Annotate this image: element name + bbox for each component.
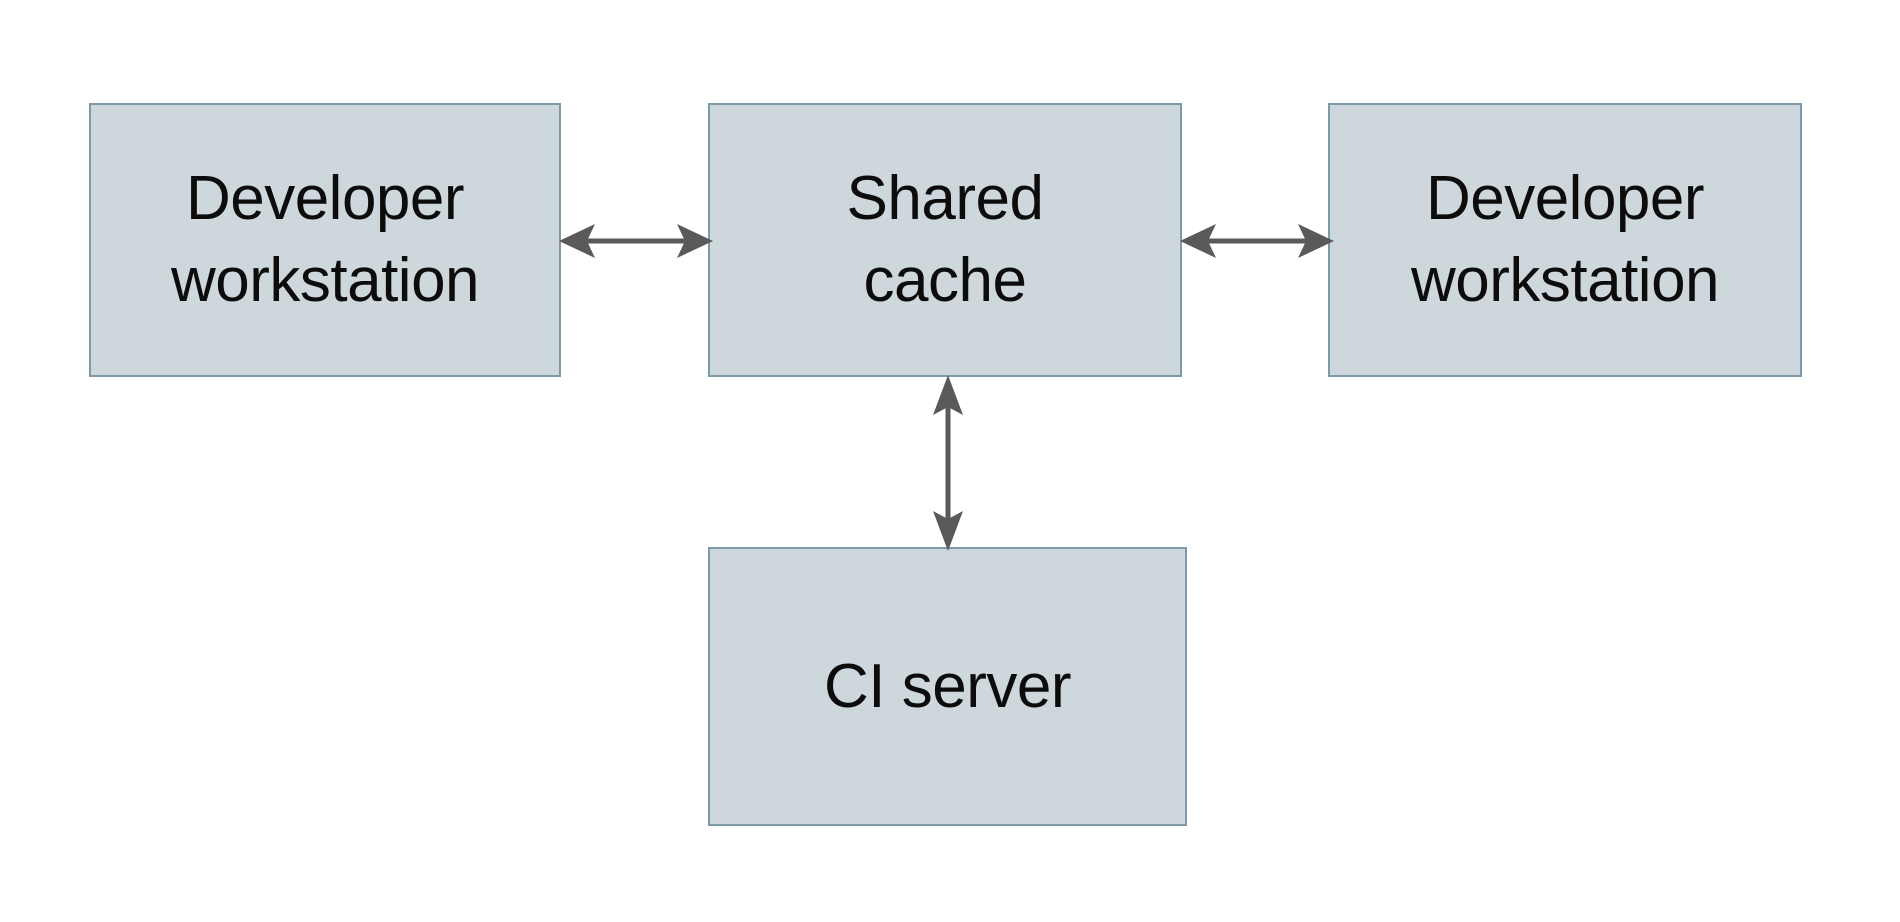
node-developer-workstation-left[interactable]: Developer workstation: [89, 103, 561, 377]
node-developer-workstation-right[interactable]: Developer workstation: [1328, 103, 1802, 377]
node-label: Developer workstation: [1410, 164, 1720, 315]
node-ci-server[interactable]: CI server: [708, 547, 1187, 826]
edge-shared-cache-to-developer-workstation-right[interactable]: [1178, 210, 1336, 272]
node-shared-cache[interactable]: Shared cache: [708, 103, 1182, 377]
double-arrow-icon: [1180, 224, 1334, 258]
node-label: Shared cache: [846, 164, 1044, 315]
double-arrow-icon: [559, 224, 713, 258]
node-label: Developer workstation: [170, 164, 480, 315]
node-label: CI server: [824, 651, 1071, 721]
edge-shared-cache-to-ci-server[interactable]: [917, 373, 979, 553]
double-arrow-icon: [933, 375, 963, 551]
edge-developer-workstation-left-to-shared-cache[interactable]: [557, 210, 715, 272]
